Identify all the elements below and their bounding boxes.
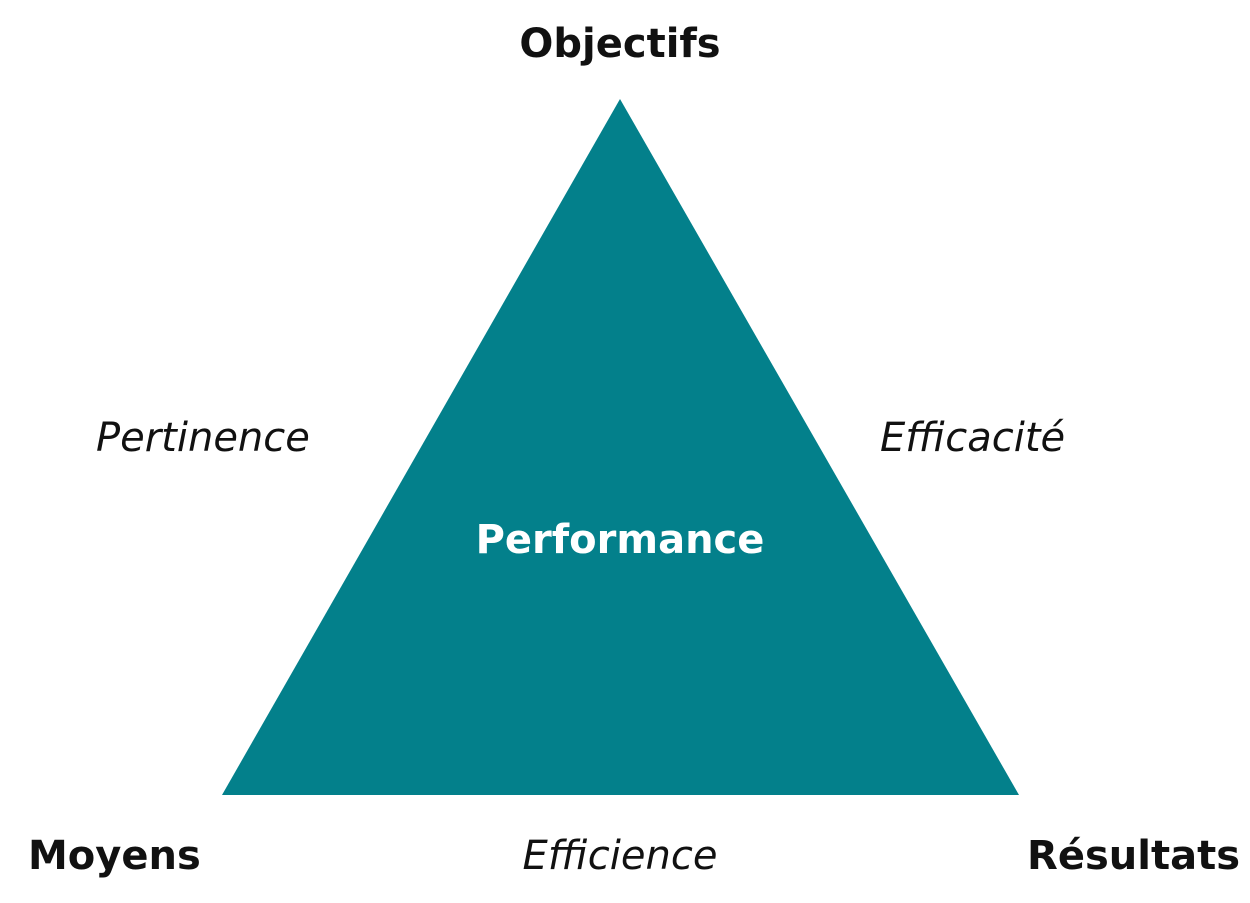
edge-label-efficacite: Efficacité bbox=[880, 415, 1066, 461]
edge-label-efficience: Efficience bbox=[522, 833, 718, 879]
vertex-label-objectifs: Objectifs bbox=[519, 21, 721, 67]
vertex-label-resultats: Résultats bbox=[1027, 833, 1240, 879]
performance-triangle bbox=[222, 99, 1019, 795]
edge-label-pertinence: Pertinence bbox=[96, 415, 310, 461]
center-label-performance: Performance bbox=[475, 517, 765, 563]
vertex-label-moyens: Moyens bbox=[28, 833, 201, 879]
